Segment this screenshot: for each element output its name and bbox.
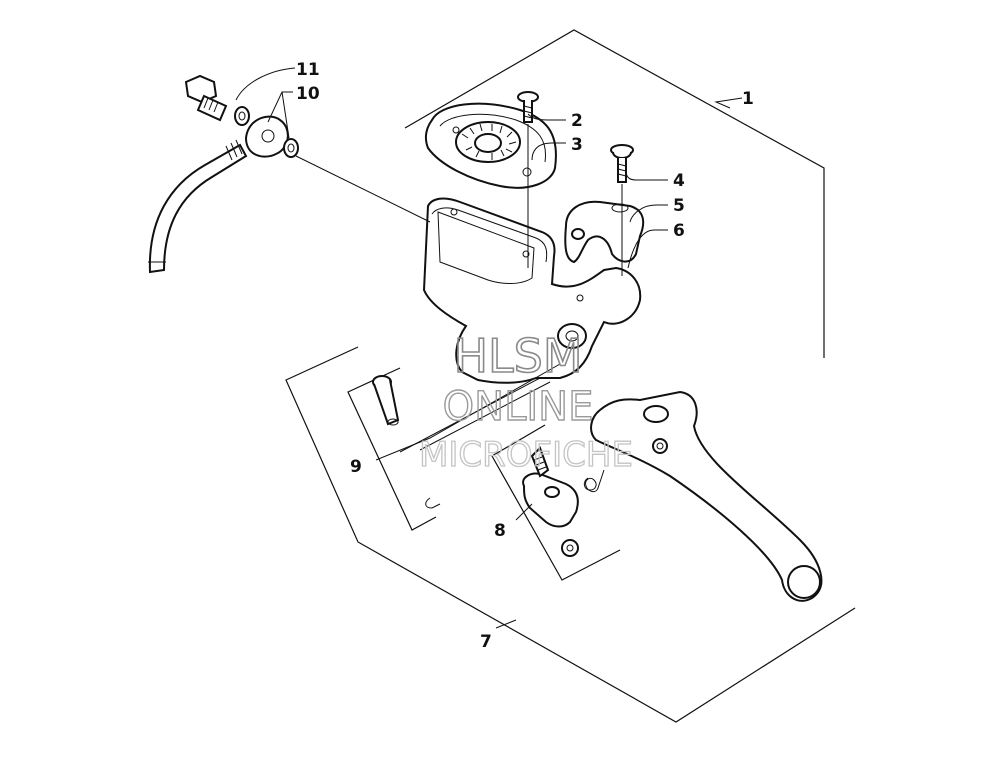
clamp-bolt xyxy=(610,144,634,183)
banjo-bolt xyxy=(184,74,228,122)
sealing-washer-upper xyxy=(234,106,250,126)
callout-7: 7 xyxy=(480,632,492,652)
assembly-bracket-1 xyxy=(404,29,825,358)
brake-hose xyxy=(148,139,248,274)
callout-labels: 1 2 3 4 5 6 7 8 9 10 11 xyxy=(296,60,754,652)
sealing-washer-lower xyxy=(283,138,299,158)
master-cylinder-body xyxy=(422,197,642,384)
callout-11: 11 xyxy=(296,60,320,80)
callout-3: 3 xyxy=(571,135,583,155)
lever-adjuster xyxy=(522,446,579,557)
watermark: HLSM ONLINE MICROFICHE xyxy=(418,328,633,475)
brake-lever xyxy=(590,390,823,602)
assembly-bracket-8 xyxy=(491,424,621,581)
pivot-bolt xyxy=(372,375,400,426)
watermark-line-2: ONLINE xyxy=(443,384,594,430)
circlip xyxy=(425,497,441,509)
callout-6: 6 xyxy=(673,221,685,241)
watermark-line-3: MICROFICHE xyxy=(419,435,633,475)
lever-spring xyxy=(583,469,605,493)
handlebar-clamp xyxy=(564,200,645,264)
callout-9: 9 xyxy=(350,457,362,477)
cap-screw xyxy=(517,91,539,123)
reservoir-cap xyxy=(424,102,557,189)
callout-2: 2 xyxy=(571,111,583,131)
leader-lines xyxy=(235,67,743,629)
callout-5: 5 xyxy=(673,196,685,216)
callout-1: 1 xyxy=(742,89,754,109)
assembly-bracket-7 xyxy=(285,346,856,723)
banjo-fitting xyxy=(244,115,289,158)
callout-4: 4 xyxy=(673,171,685,191)
callout-8: 8 xyxy=(494,521,506,541)
callout-10: 10 xyxy=(296,84,320,104)
watermark-line-1: HLSM xyxy=(453,329,582,383)
